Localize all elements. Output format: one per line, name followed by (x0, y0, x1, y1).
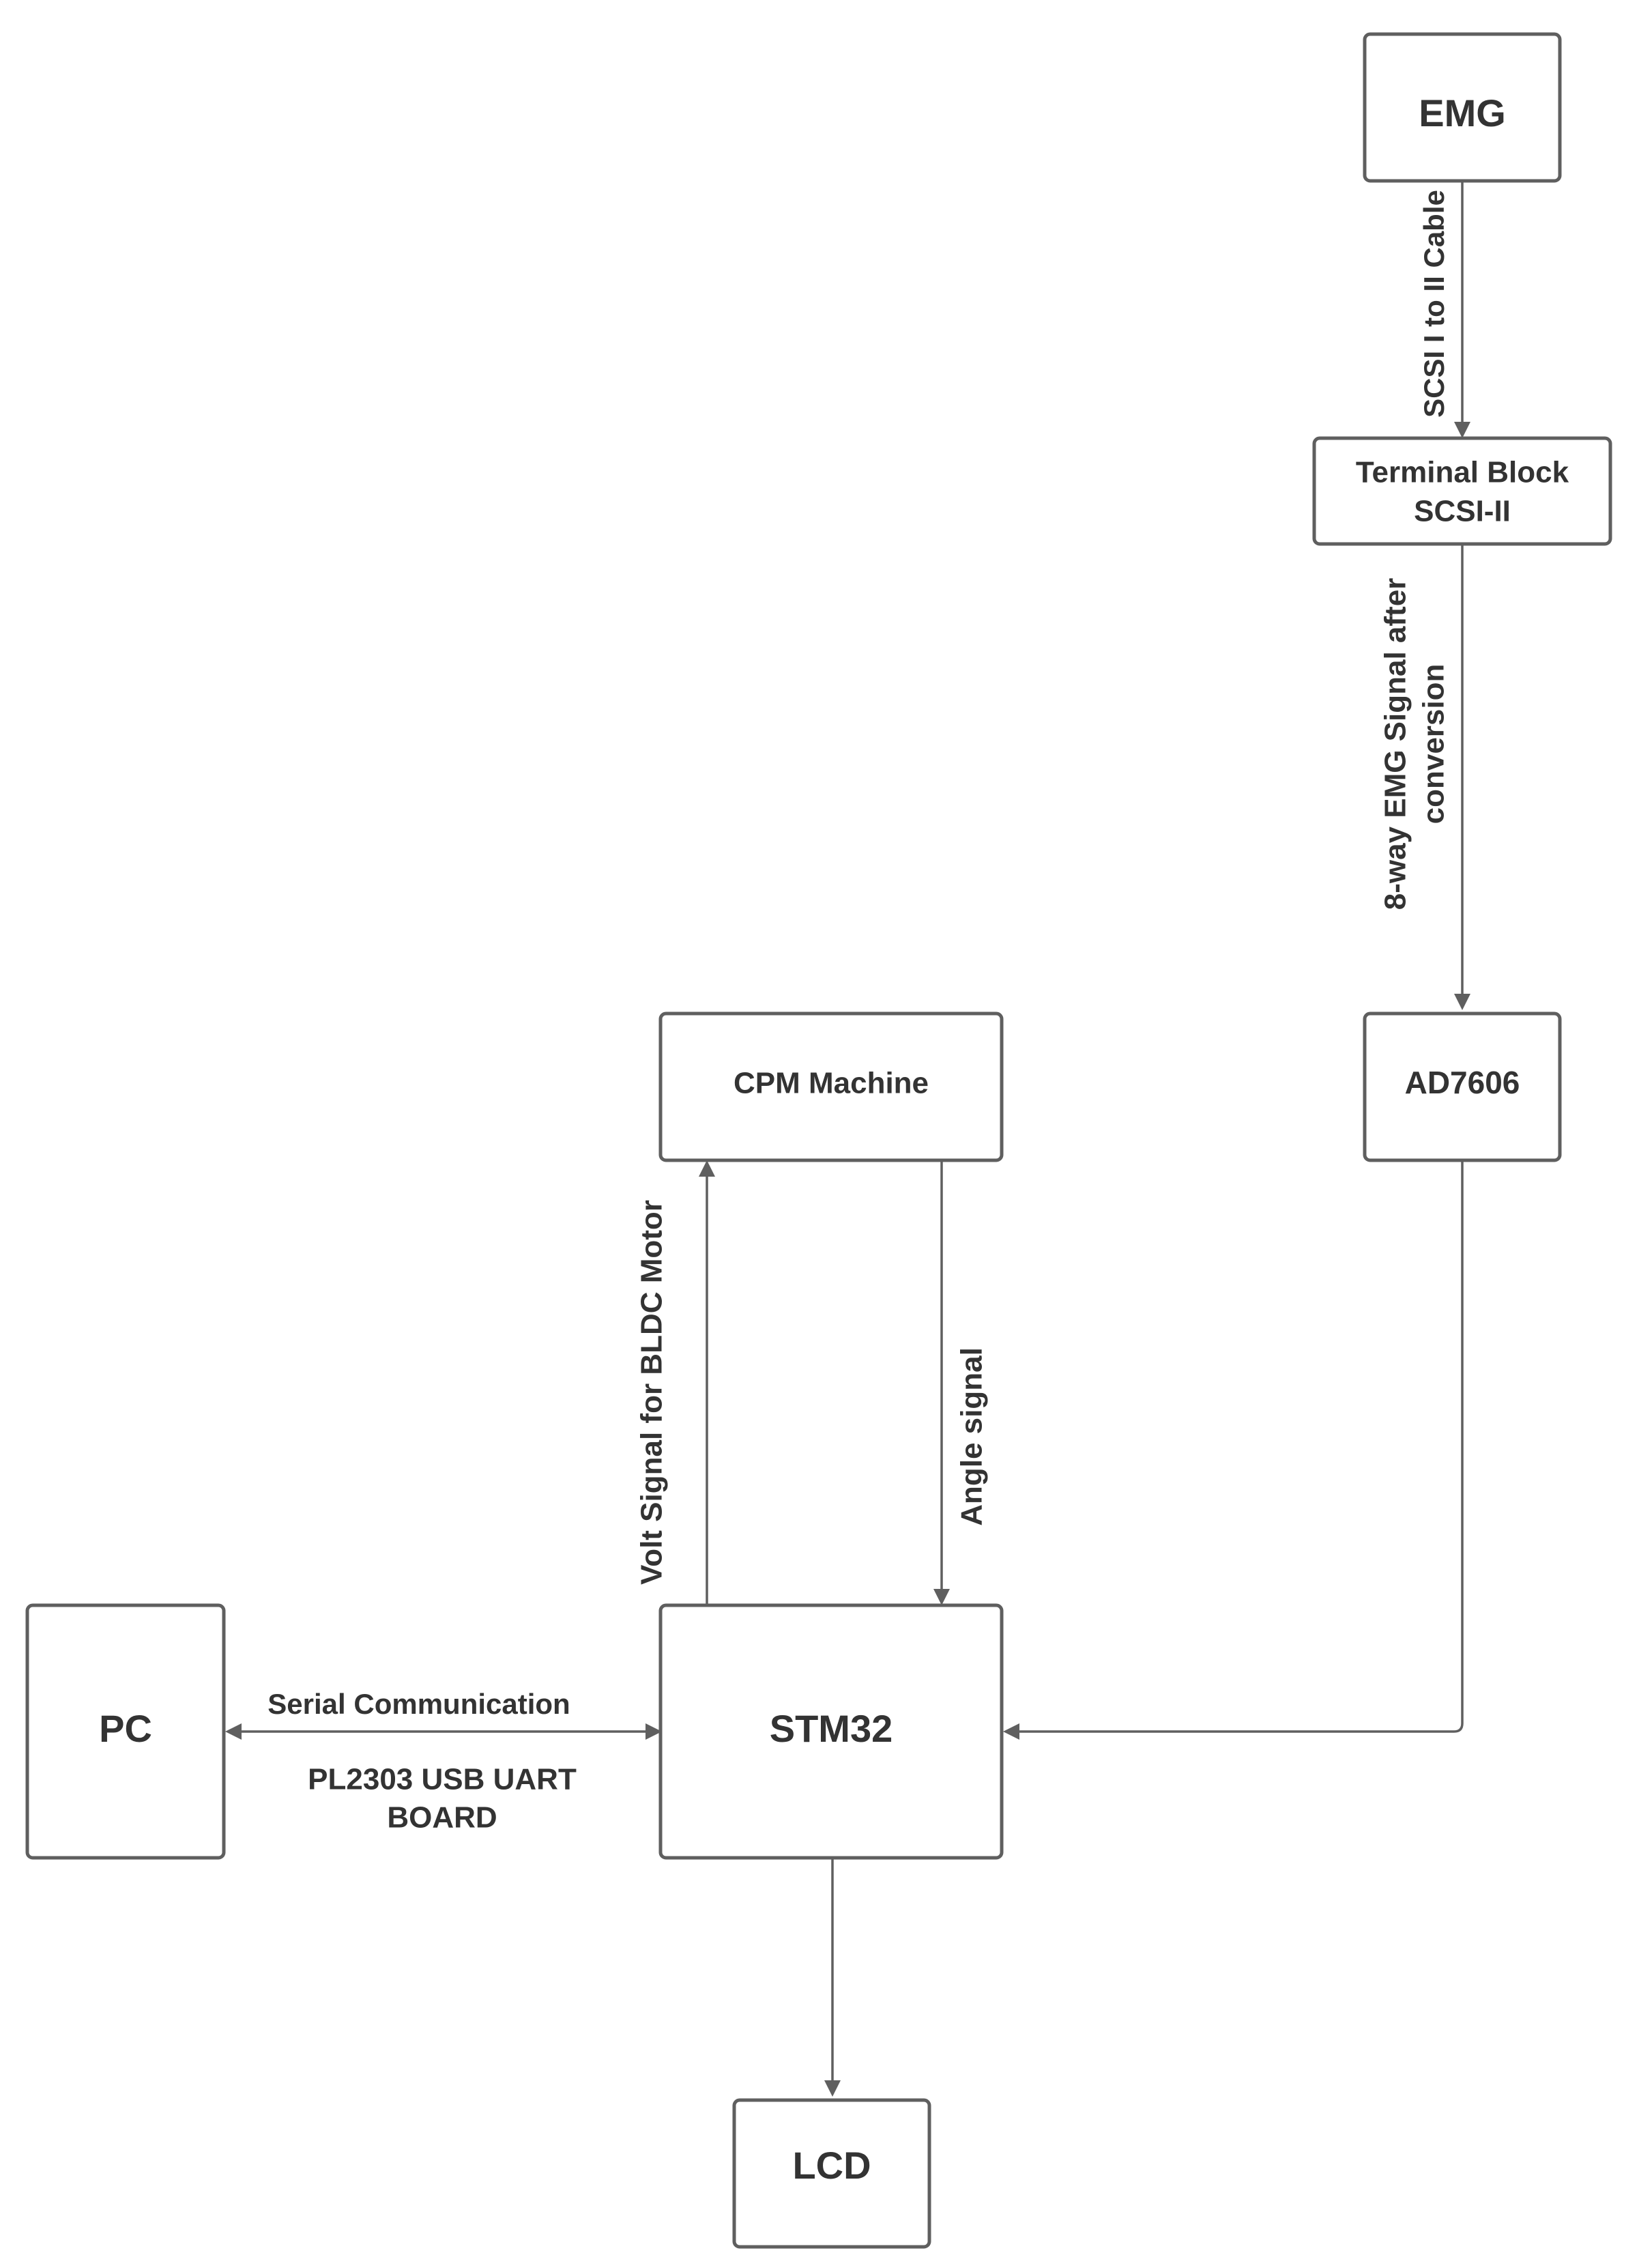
edges (225, 181, 1470, 2097)
edge-label-volt-signal: Volt Signal for BLDC Motor (635, 1200, 669, 1585)
node-stm32-box (658, 1603, 1004, 1860)
arrowhead-terminal-block-to-ad7606 (1454, 994, 1470, 1010)
node-pc: PC (25, 1603, 226, 1860)
node-cpm-machine: CPM Machine (658, 1011, 1004, 1162)
node-pc-box (25, 1603, 226, 1860)
node-lcd-box (732, 2098, 931, 2249)
edge-ad7606-to-stm32 (1017, 1160, 1464, 1733)
arrowhead-cpm-machine-to-stm32 (933, 1589, 950, 1605)
node-emg: EMG (1363, 32, 1562, 183)
node-emg-box (1363, 32, 1562, 183)
node-terminal-block-label-line1: Terminal Block (1356, 456, 1569, 489)
edge-label-angle-signal: Angle signal (955, 1347, 989, 1526)
arrowhead-stm32-end (646, 1723, 662, 1740)
arrowhead-pc-end (225, 1723, 242, 1740)
arrowhead-ad7606-to-stm32 (1003, 1723, 1019, 1740)
arrowhead-stm32-to-cpm-machine (699, 1160, 715, 1177)
node-stm32-label: STM32 (770, 1707, 893, 1750)
edge-label-uart-board-line2: BOARD (387, 1801, 497, 1835)
node-terminal-block-label-line2: SCSI-II (1414, 495, 1511, 528)
arrowhead-stm32-to-lcd (824, 2080, 841, 2097)
edge-label-uart-board-line1: PL2303 USB UART (308, 1763, 577, 1796)
node-lcd: LCD (732, 2098, 931, 2249)
node-emg-label: EMG (1419, 91, 1506, 134)
node-cpm-machine-box (658, 1011, 1004, 1162)
node-lcd-label: LCD (792, 2144, 871, 2187)
edge-label-emg-signal-line2: conversion (1417, 664, 1451, 824)
node-cpm-machine-label: CPM Machine (734, 1067, 929, 1100)
node-ad7606-label: AD7606 (1405, 1065, 1520, 1100)
node-terminal-block-box (1312, 436, 1612, 546)
node-terminal-block: Terminal Block SCSI-II (1312, 436, 1612, 546)
edge-label-scsi-cable: SCSI I to II Cable (1418, 190, 1450, 418)
edge-label-serial-communication: Serial Communication (267, 1688, 570, 1720)
node-ad7606: AD7606 (1363, 1011, 1562, 1162)
node-pc-label: PC (99, 1707, 152, 1750)
node-stm32: STM32 (658, 1603, 1004, 1860)
edge-label-emg-signal-line1: 8-way EMG Signal after (1379, 578, 1412, 910)
arrowhead-emg-to-terminal-block (1454, 422, 1470, 438)
node-ad7606-box (1363, 1011, 1562, 1162)
